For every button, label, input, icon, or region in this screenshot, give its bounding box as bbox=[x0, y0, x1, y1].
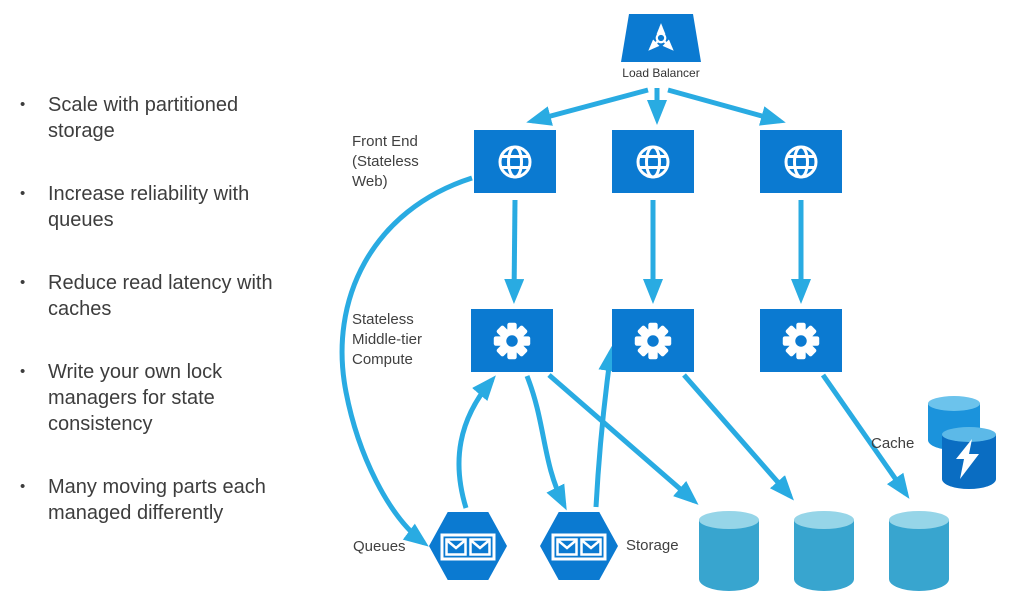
cylinder-top bbox=[889, 511, 949, 529]
arrow-compute1-to-queue2 bbox=[524, 375, 567, 511]
bullet-text: Increase reliability with queues bbox=[48, 183, 250, 231]
load-balancer-node bbox=[621, 14, 701, 62]
gear-icon bbox=[493, 322, 531, 359]
compute-node-1 bbox=[471, 309, 553, 372]
bullet-text: Write your own lock managers for state c… bbox=[48, 361, 223, 435]
storage-cylinder-3 bbox=[889, 511, 949, 591]
queues-label: Queues bbox=[353, 538, 406, 555]
arrow-queue1-to-compute1 bbox=[456, 375, 496, 509]
bullet-text: Reduce read latency with caches bbox=[48, 272, 273, 320]
cylinder-top bbox=[699, 511, 759, 529]
load-balancer-label: Load Balancer bbox=[622, 66, 700, 80]
arrow-frontend1-to-compute1 bbox=[504, 199, 525, 304]
bullet-text: Many moving parts each managed different… bbox=[48, 476, 266, 524]
cache-label: Cache bbox=[871, 435, 915, 452]
globe-icon bbox=[784, 145, 818, 178]
bullet-item: • Reduce read latency with caches bbox=[18, 270, 306, 322]
cache-node bbox=[926, 396, 998, 490]
lightning-bolt-icon bbox=[956, 439, 979, 479]
middle-tier-label: Stateless Middle-tier Compute bbox=[352, 311, 423, 368]
globe-icon bbox=[498, 145, 532, 178]
load-balancer-icon bbox=[648, 23, 674, 51]
bullet-text: Scale with partitioned storage bbox=[48, 94, 239, 142]
arrow-compute2-to-storage2 bbox=[682, 373, 794, 501]
storage-cylinder-icon bbox=[794, 520, 854, 591]
gear-icon bbox=[782, 322, 820, 359]
bullet-list: • Scale with partitioned storage • Increas… bbox=[18, 92, 306, 563]
arrow-lb-to-frontend-1 bbox=[526, 87, 649, 126]
queue-node-2 bbox=[540, 512, 618, 580]
storage-label: Storage bbox=[626, 537, 679, 554]
bullet-dot: • bbox=[20, 478, 26, 495]
bullet-dot: • bbox=[20, 363, 26, 380]
storage-cylinder-1 bbox=[699, 511, 759, 591]
bullet-item: • Write your own lock managers for state … bbox=[18, 359, 306, 437]
storage-cylinder-icon bbox=[699, 520, 759, 591]
arrow-lb-to-frontend-3 bbox=[667, 87, 786, 126]
bullet-dot: • bbox=[20, 274, 26, 291]
gear-icon bbox=[634, 322, 672, 359]
compute-node-3 bbox=[760, 309, 842, 372]
bullet-item: • Increase reliability with queues bbox=[18, 181, 306, 233]
bullet-dot: • bbox=[20, 96, 26, 113]
bullet-item: • Many moving parts each managed differen… bbox=[18, 474, 306, 526]
arrow-compute1-to-storage1 bbox=[547, 373, 699, 505]
storage-cylinder-2 bbox=[794, 511, 854, 591]
frontend-node-3 bbox=[760, 130, 842, 193]
queue-envelopes-icon bbox=[551, 533, 607, 561]
cylinder-top bbox=[928, 396, 980, 411]
arrow-queue2-to-compute2 bbox=[593, 346, 619, 508]
front-end-label: Front End (Stateless Web) bbox=[352, 133, 419, 190]
bullet-dot: • bbox=[20, 185, 26, 202]
queue-envelopes-icon bbox=[440, 533, 496, 561]
globe-icon bbox=[636, 145, 670, 178]
queue-node-1 bbox=[429, 512, 507, 580]
frontend-node-1 bbox=[474, 130, 556, 193]
cache-front-cylinder bbox=[942, 427, 996, 489]
storage-cylinder-icon bbox=[889, 520, 949, 591]
compute-node-2 bbox=[612, 309, 694, 372]
cylinder-top bbox=[942, 427, 996, 442]
frontend-node-2 bbox=[612, 130, 694, 193]
cylinder-top bbox=[794, 511, 854, 529]
bullet-item: • Scale with partitioned storage bbox=[18, 92, 306, 144]
